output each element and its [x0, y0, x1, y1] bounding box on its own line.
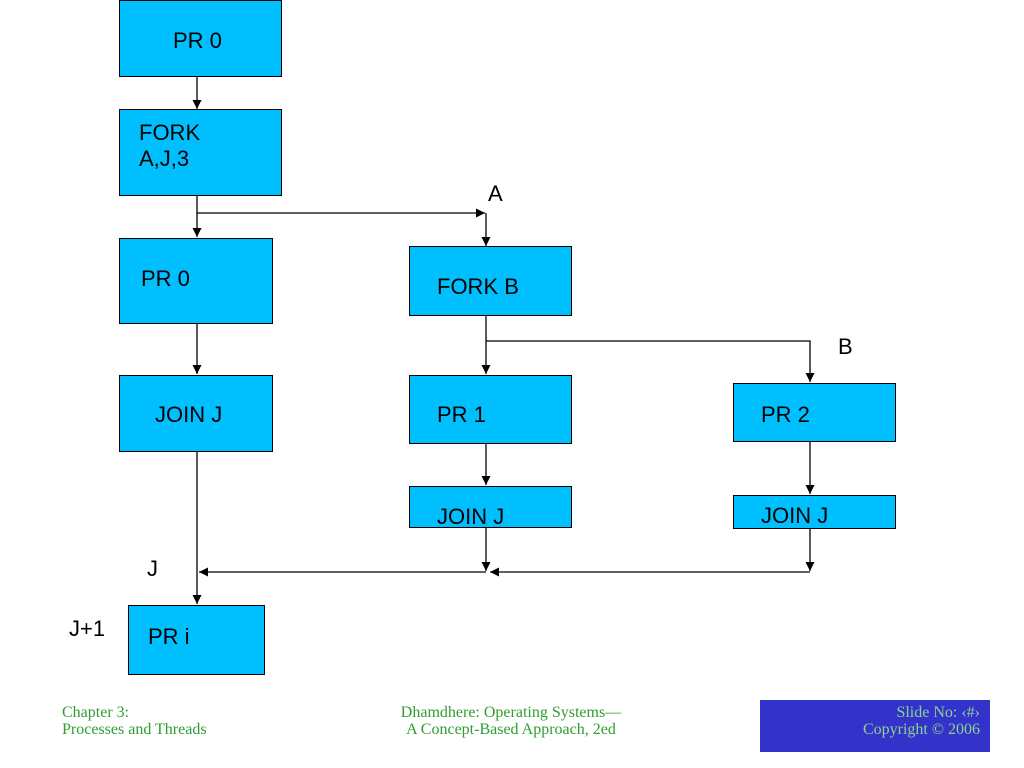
node-join-j-left: JOIN J	[119, 375, 273, 452]
node-pr0-mid: PR 0	[119, 238, 273, 324]
node-join-j-mid: JOIN J	[409, 486, 572, 529]
node-label: PR 1	[437, 402, 486, 427]
node-label: FORK A,J,3	[139, 120, 201, 171]
footer-center-line1: Dhamdhere: Operating Systems—	[400, 704, 622, 721]
node-fork-b: FORK B	[409, 246, 572, 316]
node-label: FORK B	[437, 274, 519, 299]
edge-forkb-to-b	[486, 340, 815, 382]
node-join-j-right: JOIN J	[733, 495, 896, 529]
footer-left-line2: Processes and Threads	[62, 721, 207, 738]
label-j-plus-1: J+1	[69, 616, 106, 641]
footer-center: Dhamdhere: Operating Systems— A Concept-…	[366, 704, 656, 738]
node-label: PR i	[148, 624, 190, 649]
footer-center-line2: A Concept-Based Approach, 2ed	[406, 721, 616, 738]
node-label: JOIN J	[761, 503, 829, 528]
node-label: PR 2	[761, 402, 810, 427]
node-pr2: PR 2	[733, 383, 896, 442]
label-b: B	[838, 334, 853, 359]
node-label: PR 0	[173, 28, 222, 53]
footer-right: Slide No: ‹#› Copyright © 2006	[863, 704, 980, 738]
node-label: JOIN J	[437, 504, 505, 529]
node-fork-aj3: FORK A,J,3	[119, 109, 282, 196]
node-label: PR 0	[141, 266, 190, 291]
node-label: JOIN J	[155, 402, 223, 427]
label-a: A	[488, 181, 503, 206]
node-pr0-top: PR 0	[119, 0, 282, 77]
footer-left-line1: Chapter 3:	[62, 704, 130, 721]
footer-right-line2: Copyright © 2006	[862, 721, 980, 738]
footer-right-panel: Slide No: ‹#› Copyright © 2006	[760, 700, 990, 752]
footer-left: Chapter 3: Processes and Threads	[62, 704, 207, 738]
node-pr-i: PR i	[128, 605, 265, 675]
label-j: J	[147, 556, 158, 581]
footer-right-line1: Slide No: ‹#›	[896, 704, 980, 721]
node-pr1: PR 1	[409, 375, 572, 444]
